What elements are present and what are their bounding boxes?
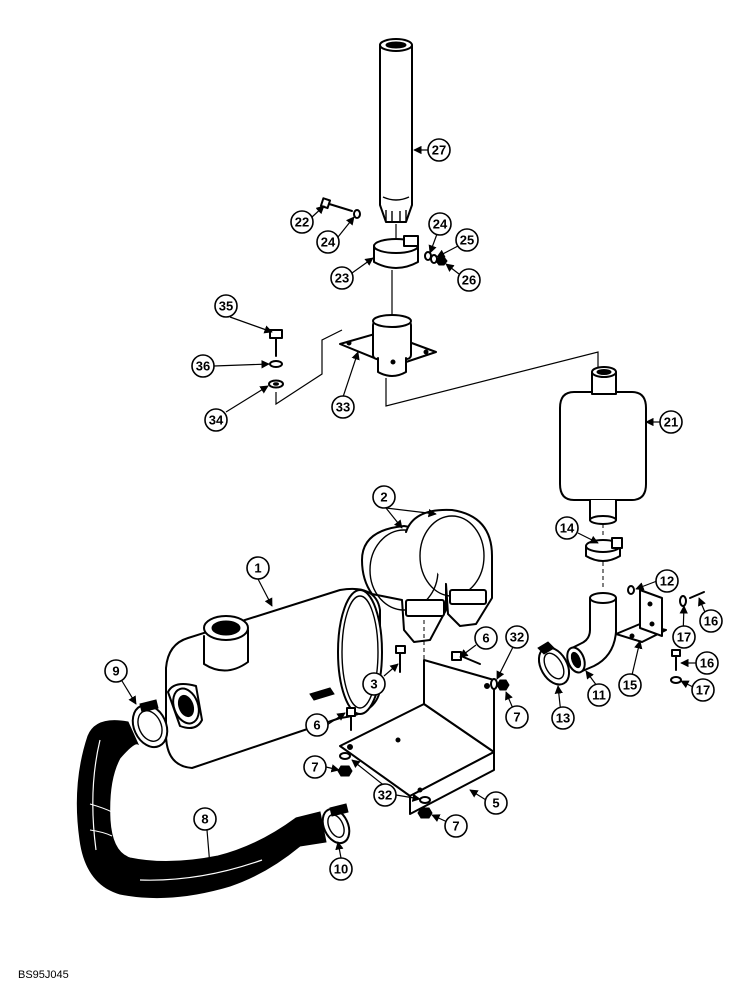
svg-text:24: 24 (433, 217, 448, 232)
svg-text:22: 22 (295, 215, 309, 230)
air-cleaner-housing (165, 588, 383, 769)
callout-24: 24 (428, 212, 452, 236)
callout-5: 5 (484, 791, 508, 815)
figure-code: BS95J045 (18, 969, 69, 981)
flange-bolt (269, 329, 283, 357)
callout-7: 7 (444, 814, 468, 838)
nuts-and-lockwashers (337, 678, 510, 819)
callout-24: 24 (316, 230, 340, 254)
callout-34: 34 (204, 408, 228, 432)
svg-text:7: 7 (452, 819, 459, 834)
bracket-bolt (346, 651, 481, 731)
callout-9: 9 (104, 659, 128, 683)
support-bracket (339, 620, 495, 815)
callout-13: 13 (551, 706, 575, 730)
callout-11: 11 (587, 683, 611, 707)
svg-text:16: 16 (704, 614, 718, 629)
pipe-clamp (373, 224, 419, 269)
svg-text:7: 7 (311, 760, 318, 775)
callout-6: 6 (474, 626, 498, 650)
tail-pipe (379, 38, 413, 223)
callout-12: 12 (655, 569, 679, 593)
callout-16: 16 (699, 609, 723, 633)
callout-35: 35 (214, 294, 238, 318)
svg-text:16: 16 (700, 656, 714, 671)
callout-10: 10 (329, 857, 353, 881)
callout-32: 32 (505, 625, 529, 649)
callout-14: 14 (555, 516, 579, 540)
svg-text:6: 6 (482, 631, 489, 646)
flange-washer (268, 379, 284, 389)
callout-15: 15 (618, 673, 642, 697)
svg-text:35: 35 (219, 299, 233, 314)
svg-text:11: 11 (592, 688, 606, 703)
svg-text:10: 10 (334, 862, 348, 877)
svg-text:21: 21 (664, 415, 678, 430)
svg-text:27: 27 (432, 143, 446, 158)
svg-text:26: 26 (462, 273, 476, 288)
callout-25: 25 (455, 228, 479, 252)
callout-3: 3 (362, 672, 386, 696)
svg-text:14: 14 (560, 521, 575, 536)
air-intake-hose (76, 720, 327, 899)
svg-text:17: 17 (677, 630, 691, 645)
svg-text:25: 25 (460, 233, 474, 248)
svg-text:13: 13 (556, 711, 570, 726)
svg-text:7: 7 (513, 710, 520, 725)
callout-6: 6 (305, 713, 329, 737)
svg-text:23: 23 (335, 271, 349, 286)
hose-clamp-inlet (131, 699, 169, 749)
callout-1: 1 (246, 556, 270, 580)
svg-text:3: 3 (370, 677, 377, 692)
svg-text:5: 5 (492, 796, 499, 811)
band-bolt (395, 645, 406, 673)
callout-21: 21 (659, 410, 683, 434)
hose-clamp-outlet (321, 803, 351, 845)
bracket-bolts (627, 585, 705, 684)
svg-text:32: 32 (510, 630, 524, 645)
svg-text:8: 8 (201, 812, 208, 827)
elbow-bracket (615, 589, 667, 643)
svg-text:9: 9 (112, 664, 119, 679)
clamp-washers (353, 209, 448, 266)
elbow-hose-clamp (537, 641, 571, 686)
leader-lines (121, 145, 708, 867)
mounting-bands (361, 508, 493, 643)
callout-7: 7 (303, 755, 327, 779)
svg-text:1: 1 (254, 561, 261, 576)
callout-22: 22 (290, 210, 314, 234)
svg-text:17: 17 (696, 683, 710, 698)
svg-text:32: 32 (378, 788, 392, 803)
muffler-clamp (585, 537, 623, 562)
callout-27: 27 (427, 138, 451, 162)
svg-text:33: 33 (336, 400, 350, 415)
svg-text:2: 2 (380, 490, 387, 505)
callout-17: 17 (691, 678, 715, 702)
svg-text:12: 12 (660, 574, 674, 589)
svg-text:36: 36 (196, 359, 210, 374)
svg-text:34: 34 (209, 413, 224, 428)
svg-text:24: 24 (321, 235, 336, 250)
callout-8: 8 (193, 807, 217, 831)
callout-33: 33 (331, 395, 355, 419)
clamp-bolt (319, 197, 353, 212)
callout-26: 26 (457, 268, 481, 292)
stack-flange (339, 270, 437, 377)
svg-text:15: 15 (623, 678, 637, 693)
flange-lockwasher (269, 360, 283, 368)
callout-16: 16 (695, 651, 719, 675)
callout-17: 17 (672, 625, 696, 649)
callout-36: 36 (191, 354, 215, 378)
exhaust-elbow (566, 592, 617, 674)
muffler (559, 366, 647, 525)
callout-7: 7 (505, 705, 529, 729)
callout-32: 32 (373, 783, 397, 807)
callout-2: 2 (372, 485, 396, 509)
svg-text:6: 6 (313, 718, 320, 733)
callout-23: 23 (330, 266, 354, 290)
